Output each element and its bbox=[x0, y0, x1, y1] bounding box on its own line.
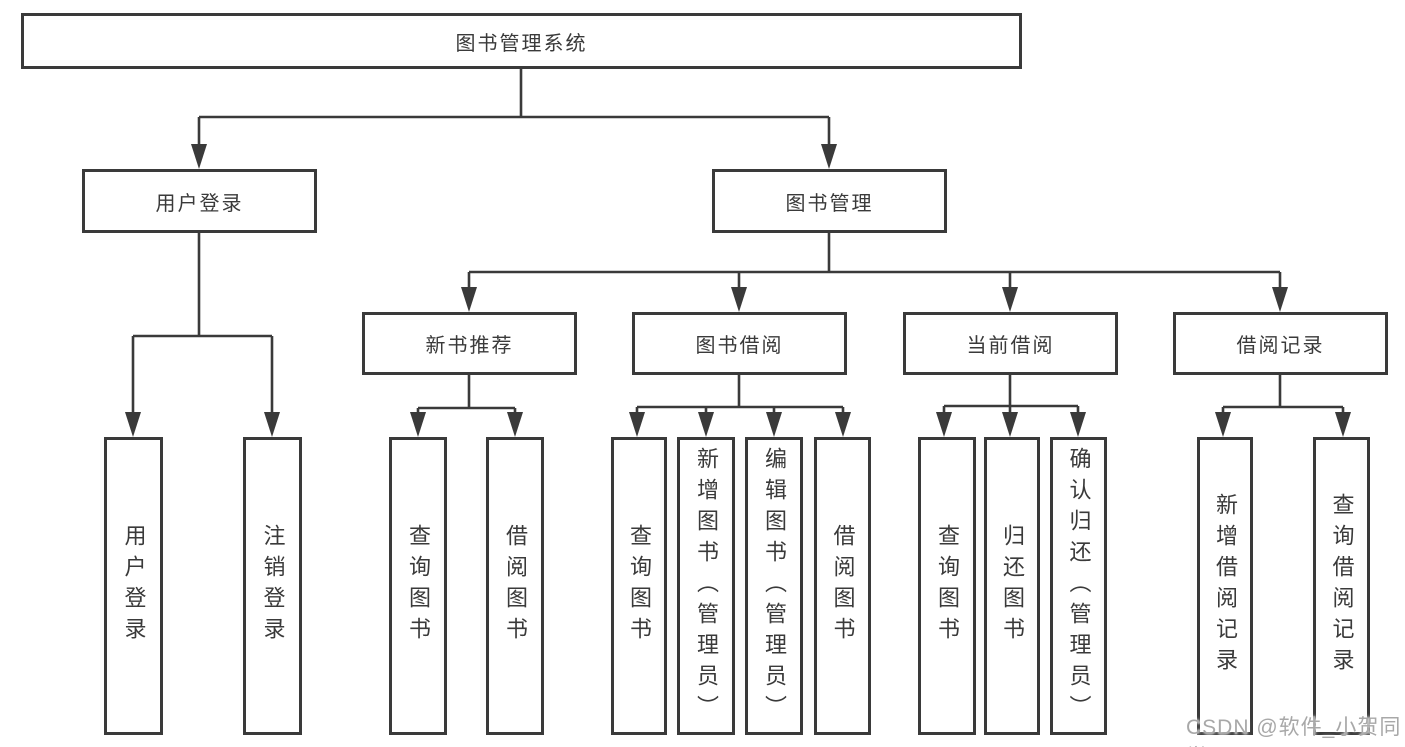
arrowhead-down-icon bbox=[1215, 412, 1231, 437]
node-new-book-recommend: 新书推荐 bbox=[362, 312, 577, 375]
leaf-records-query-record: 查询借阅记录 bbox=[1313, 437, 1370, 735]
node-library-management-system: 图书管理系统 bbox=[21, 13, 1022, 69]
node-book-management: 图书管理 bbox=[712, 169, 947, 233]
arrowhead-down-icon bbox=[264, 412, 280, 437]
leaf-logout: 注销登录 bbox=[243, 437, 302, 735]
leaf-current-return-books: 归还图书 bbox=[984, 437, 1040, 735]
node-current-borrowing: 当前借阅 bbox=[903, 312, 1118, 375]
arrowhead-down-icon bbox=[1002, 287, 1018, 312]
node-book-borrowing: 图书借阅 bbox=[632, 312, 847, 375]
leaf-borrowing-edit-book-admin: 编辑图书（管理员） bbox=[745, 437, 803, 735]
leaf-current-query-books: 查询图书 bbox=[918, 437, 976, 735]
arrowhead-down-icon bbox=[821, 144, 837, 169]
arrowhead-down-icon bbox=[629, 412, 645, 437]
arrowhead-down-icon bbox=[1272, 287, 1288, 312]
arrowhead-down-icon bbox=[731, 287, 747, 312]
leaf-user-login: 用户登录 bbox=[104, 437, 163, 735]
node-user-login: 用户登录 bbox=[82, 169, 317, 233]
arrowhead-down-icon bbox=[835, 412, 851, 437]
arrowhead-down-icon bbox=[698, 412, 714, 437]
leaf-borrowing-add-book-admin: 新增图书（管理员） bbox=[677, 437, 735, 735]
leaf-recommend-borrow-books: 借阅图书 bbox=[486, 437, 544, 735]
arrowhead-down-icon bbox=[410, 412, 426, 437]
node-borrowing-records: 借阅记录 bbox=[1173, 312, 1388, 375]
leaf-borrowing-query-books: 查询图书 bbox=[611, 437, 667, 735]
arrowhead-down-icon bbox=[461, 287, 477, 312]
leaf-recommend-query-books: 查询图书 bbox=[389, 437, 447, 735]
arrowhead-down-icon bbox=[1002, 412, 1018, 437]
arrowhead-down-icon bbox=[507, 412, 523, 437]
leaf-borrowing-borrow-books: 借阅图书 bbox=[814, 437, 871, 735]
arrowhead-down-icon bbox=[1070, 412, 1086, 437]
arrowhead-down-icon bbox=[936, 412, 952, 437]
arrowhead-down-icon bbox=[1335, 412, 1351, 437]
arrowhead-down-icon bbox=[125, 412, 141, 437]
arrowhead-down-icon bbox=[191, 144, 207, 169]
leaf-current-confirm-return-admin: 确认归还（管理员） bbox=[1050, 437, 1107, 735]
leaf-records-add-record: 新增借阅记录 bbox=[1197, 437, 1253, 735]
csdn-watermark: CSDN @软件_小贺同学 bbox=[1186, 716, 1402, 747]
arrowhead-down-icon bbox=[766, 412, 782, 437]
